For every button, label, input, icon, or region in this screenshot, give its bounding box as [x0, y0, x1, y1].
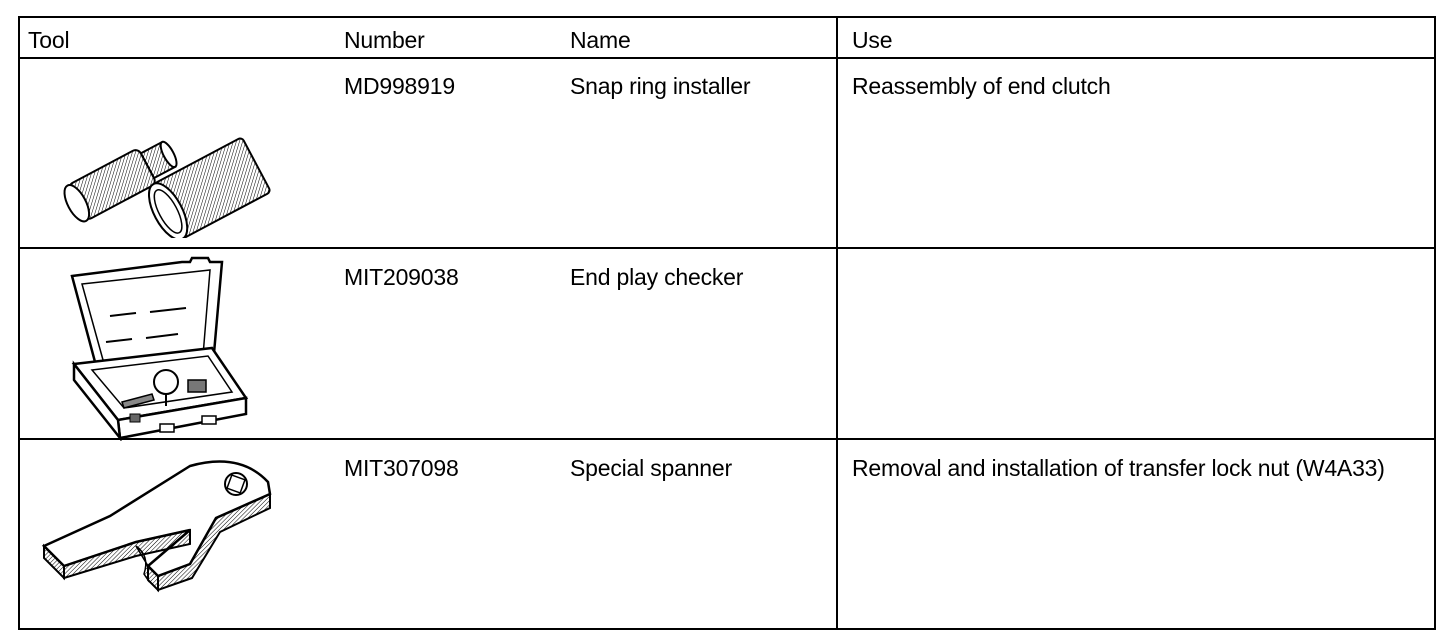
header-name: Name [570, 27, 631, 53]
row-divider [20, 438, 1434, 440]
row3-use: Removal and installation of transfer loc… [852, 455, 1385, 481]
row2-number: MIT209038 [344, 264, 459, 290]
header-use: Use [852, 27, 893, 53]
header-tool: Tool [28, 27, 70, 53]
special-tools-table: Tool Number Name Use MD9 [18, 16, 1436, 630]
row3-number: MIT307098 [344, 455, 459, 481]
column-divider [836, 18, 838, 628]
row1-number: MD998919 [344, 73, 455, 99]
row1-name: Snap ring installer [570, 73, 751, 99]
row1-use: Reassembly of end clutch [852, 73, 1111, 99]
snap-ring-installer-illustration [50, 118, 280, 243]
header-divider [20, 57, 1434, 59]
row-divider [20, 247, 1434, 249]
row3-name: Special spanner [570, 455, 732, 481]
row2-name: End play checker [570, 264, 744, 290]
special-spanner-illustration [40, 454, 280, 624]
header-number: Number [344, 27, 425, 53]
end-play-checker-case-illustration [62, 256, 262, 446]
